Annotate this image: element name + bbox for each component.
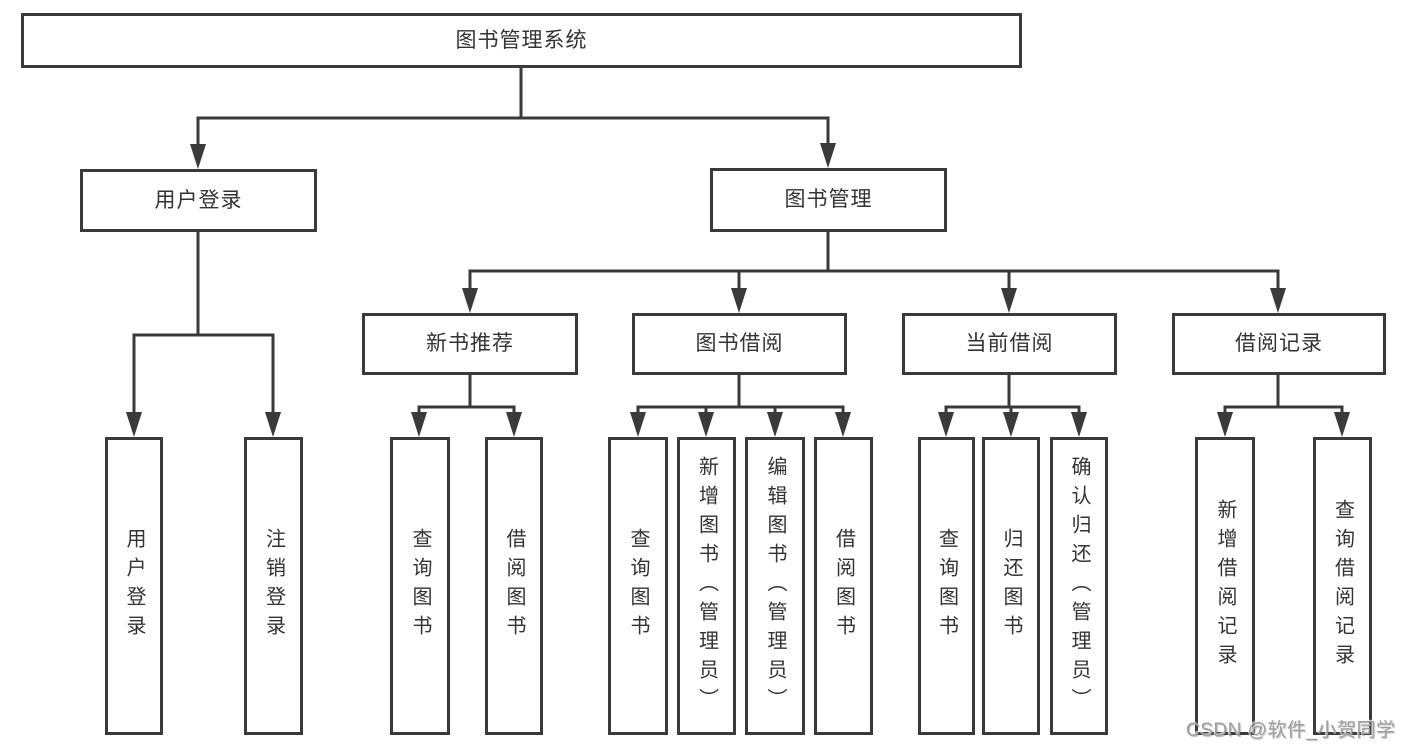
leaf-query-borrow-record: 查询借阅记录 <box>1313 437 1372 735</box>
leaf-edit-books-admin-label: 编辑图书（管理员） <box>764 455 786 717</box>
edge-root-to-level2 <box>190 68 836 169</box>
node-root: 图书管理系统 <box>21 13 1022 68</box>
edge-borrow-records-children <box>1217 375 1350 437</box>
leaf-user-login-label: 用户登录 <box>123 528 145 644</box>
node-borrow-records: 借阅记录 <box>1172 313 1386 375</box>
leaf-query-books-1-label: 查询图书 <box>409 528 431 644</box>
node-book-borrow-label: 图书借阅 <box>695 332 784 356</box>
node-new-book-rec: 新书推荐 <box>362 313 578 375</box>
leaf-add-books-admin: 新增图书（管理员） <box>677 437 736 735</box>
leaf-borrow-books-1: 借阅图书 <box>485 437 543 735</box>
arrowhead <box>1003 412 1019 437</box>
leaf-add-books-admin-label: 新增图书（管理员） <box>695 455 718 717</box>
leaf-query-books-2-label: 查询图书 <box>627 528 649 644</box>
leaf-return-books: 归还图书 <box>982 437 1040 735</box>
leaf-query-borrow-record-label: 查询借阅记录 <box>1331 499 1354 673</box>
leaf-logout: 注销登录 <box>244 437 303 735</box>
node-borrow-records-label: 借阅记录 <box>1235 332 1323 356</box>
leaf-borrow-books-1-label: 借阅图书 <box>503 528 525 644</box>
leaf-query-books-3-label: 查询图书 <box>935 528 958 644</box>
arrowhead <box>1217 412 1233 437</box>
leaf-add-borrow-record: 新增借阅记录 <box>1195 437 1255 735</box>
arrowhead <box>506 412 522 437</box>
node-root-label: 图书管理系统 <box>455 28 588 52</box>
arrowhead <box>1071 412 1087 437</box>
arrowhead <box>1334 412 1350 437</box>
edge-current-borrow-children <box>938 375 1087 437</box>
edge-book-mgmt-children <box>462 232 1286 313</box>
arrowhead <box>126 412 142 437</box>
node-current-borrow: 当前借阅 <box>902 313 1117 375</box>
node-current-borrow-label: 当前借阅 <box>965 332 1054 356</box>
arrowhead <box>1001 288 1017 313</box>
leaf-logout-label: 注销登录 <box>262 528 285 644</box>
leaf-user-login: 用户登录 <box>105 437 163 735</box>
arrowhead <box>630 412 646 437</box>
arrowhead <box>1270 288 1286 313</box>
arrowhead <box>411 412 427 437</box>
leaf-return-books-label: 归还图书 <box>1000 528 1022 644</box>
leaf-confirm-return-admin: 确认归还（管理员） <box>1050 437 1108 735</box>
node-user-login-label: 用户登录 <box>154 188 243 212</box>
edge-book-borrow-children <box>630 375 851 437</box>
leaf-edit-books-admin: 编辑图书（管理员） <box>745 437 805 735</box>
node-new-book-rec-label: 新书推荐 <box>426 332 514 356</box>
node-user-login: 用户登录 <box>80 169 317 232</box>
arrowhead <box>938 412 954 437</box>
leaf-add-borrow-record-label: 新增借阅记录 <box>1214 499 1236 673</box>
edge-user-login-children <box>126 232 281 437</box>
node-book-borrow: 图书借阅 <box>632 313 847 375</box>
node-book-mgmt-label: 图书管理 <box>784 188 873 212</box>
node-book-mgmt: 图书管理 <box>710 168 947 232</box>
leaf-confirm-return-admin-label: 确认归还（管理员） <box>1068 455 1090 717</box>
leaf-borrow-books-2: 借阅图书 <box>814 437 873 735</box>
arrowhead <box>835 412 851 437</box>
arrowhead <box>698 412 714 437</box>
arrowhead <box>731 288 747 313</box>
arrowhead <box>190 144 206 169</box>
arrowhead <box>265 412 281 437</box>
arrowhead <box>767 412 783 437</box>
leaf-borrow-books-2-label: 借阅图书 <box>832 528 855 644</box>
leaf-query-books-2: 查询图书 <box>608 437 668 735</box>
arrowhead <box>820 143 836 168</box>
arrowhead <box>462 288 478 313</box>
watermark: CSDN @软件_小贺同学 <box>1186 720 1396 741</box>
edge-new-book-rec-children <box>411 375 522 437</box>
leaf-query-books-3: 查询图书 <box>918 437 975 735</box>
leaf-query-books-1: 查询图书 <box>390 437 450 735</box>
